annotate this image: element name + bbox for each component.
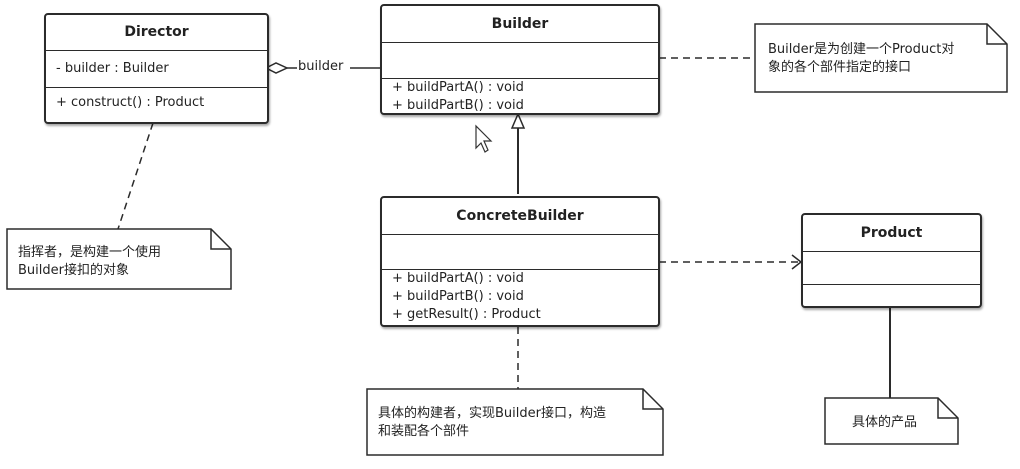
operations-section <box>803 285 980 305</box>
generalization-arrowhead <box>510 112 526 129</box>
concrete-note-shape <box>366 388 664 456</box>
operation-text: + buildPartA() : void <box>392 271 524 286</box>
attributes-section: - builder : Builder <box>46 51 267 88</box>
product-note: 具体的产品 <box>852 414 917 432</box>
note-line: 和装配各个部件 <box>378 424 470 439</box>
director-note-shape <box>6 228 232 290</box>
association-label: builder <box>297 59 345 74</box>
mouse-cursor-icon <box>475 124 493 153</box>
attribute-text: - builder : Builder <box>56 61 169 76</box>
builder-note: Builder是为创建一个Product对 象的各个部件指定的接口 <box>768 41 954 77</box>
product-note-shape <box>824 397 959 445</box>
operation-text: + getResult() : Product <box>392 307 541 322</box>
operations-section: + buildPartA() : void + buildPartB() : v… <box>382 270 658 324</box>
note-line: 象的各个部件指定的接口 <box>768 60 912 75</box>
director-note: 指挥者，是构建一个使用 Builder接扣的对象 <box>18 244 161 280</box>
note-line: 具体的构建者，实现Builder接口，构造 <box>378 406 606 421</box>
operation-text: + buildPartB() : void <box>392 98 524 113</box>
class-name: ConcreteBuilder <box>382 198 658 235</box>
class-product[interactable]: Product <box>801 213 982 308</box>
class-concrete-builder[interactable]: ConcreteBuilder + buildPartA() : void + … <box>380 196 660 327</box>
class-director[interactable]: Director - builder : Builder + construct… <box>44 13 269 124</box>
note-line: Builder是为创建一个Product对 <box>768 42 955 57</box>
aggregation-diamond <box>264 62 289 74</box>
note-line: 具体的产品 <box>852 415 918 430</box>
concrete-note: 具体的构建者，实现Builder接口，构造 和装配各个部件 <box>378 405 606 441</box>
operations-section: + buildPartA() : void + buildPartB() : v… <box>382 79 658 114</box>
attributes-section <box>382 43 658 79</box>
director-note-anchor <box>117 122 154 230</box>
class-name: Product <box>803 215 980 252</box>
operation-text: + buildPartB() : void <box>392 289 524 304</box>
class-name: Builder <box>382 6 658 43</box>
attributes-section <box>382 235 658 270</box>
attributes-section <box>803 252 980 285</box>
operation-text: + buildPartA() : void <box>392 80 524 95</box>
class-name: Director <box>46 15 267 51</box>
operations-section: + construct() : Product <box>46 88 267 121</box>
class-builder[interactable]: Builder + buildPartA() : void + buildPar… <box>380 4 660 115</box>
note-line: Builder接扣的对象 <box>18 263 129 278</box>
builder-note-shape <box>754 23 1008 93</box>
note-line: 指挥者，是构建一个使用 <box>18 245 162 260</box>
operation-text: + construct() : Product <box>56 95 205 110</box>
